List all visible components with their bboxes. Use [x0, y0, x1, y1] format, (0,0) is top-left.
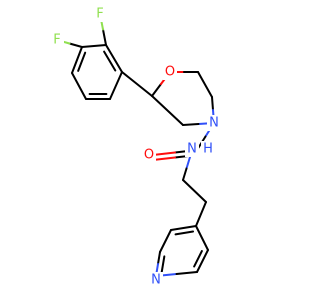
pyridine-bond	[175, 271, 198, 275]
morpholine-bond	[211, 96, 214, 111]
molecule-structure-canvas: F F O N O N H N	[50, 6, 221, 288]
aryl-bond	[81, 44, 107, 48]
pyridine-bond	[195, 225, 209, 251]
pyridine-double-bond	[193, 250, 203, 268]
molecule-structure: F F O N O N H N	[50, 6, 221, 288]
pyridine-bond	[196, 249, 209, 273]
atom-bg	[142, 147, 156, 163]
pyridine-double-bond	[160, 255, 166, 275]
fluorine-atom-upper: F	[96, 7, 103, 22]
ethyl-bond	[185, 156, 191, 170]
carbon-fluorine-bond	[68, 42, 83, 48]
pyridine-nitrogen-atom: N	[151, 273, 161, 288]
atom-bg	[50, 32, 64, 48]
carbonyl-oxygen-atom: O	[144, 148, 154, 163]
fluorine-atom-lower: F	[53, 33, 60, 48]
carbonyl-bond	[152, 156, 176, 161]
amide-hydrogen-atom: H	[203, 142, 213, 157]
pyridine-bond	[170, 225, 197, 231]
atom-bg	[201, 141, 215, 157]
atom-bg	[93, 6, 107, 22]
ethyl-bond	[182, 179, 207, 203]
aryl-bond	[109, 71, 123, 100]
pyridine-double-bond	[174, 230, 195, 236]
aryl-bond	[71, 46, 83, 74]
ethyl-bond	[182, 167, 188, 181]
atom-bg	[163, 64, 177, 80]
carbonyl-bond	[152, 151, 176, 156]
aryl-morpholine-bond	[121, 71, 153, 97]
aryl-bond	[105, 44, 123, 73]
morpholine-bond	[197, 71, 213, 98]
ethyl-bond	[195, 201, 207, 227]
carbon-fluorine-bond	[102, 28, 107, 46]
ring-oxygen-atom: O	[165, 65, 175, 80]
atom-label-layer: F F O N O N H N	[50, 6, 221, 288]
aryl-bond	[71, 72, 87, 100]
amide-nitrogen-atom: N	[187, 142, 197, 157]
morpholine-bond	[151, 83, 162, 97]
pyridine-bond	[157, 251, 161, 265]
morpholine-bond	[151, 95, 184, 126]
morpholine-bond	[182, 123, 200, 126]
aryl-double-bond	[77, 51, 87, 72]
atom-bg	[149, 272, 163, 288]
atom-bg	[185, 141, 199, 157]
ring-nitrogen-atom: N	[209, 116, 219, 131]
aryl-double-bond	[103, 50, 117, 72]
atom-bg	[207, 115, 221, 131]
pyridine-bond	[159, 229, 172, 253]
